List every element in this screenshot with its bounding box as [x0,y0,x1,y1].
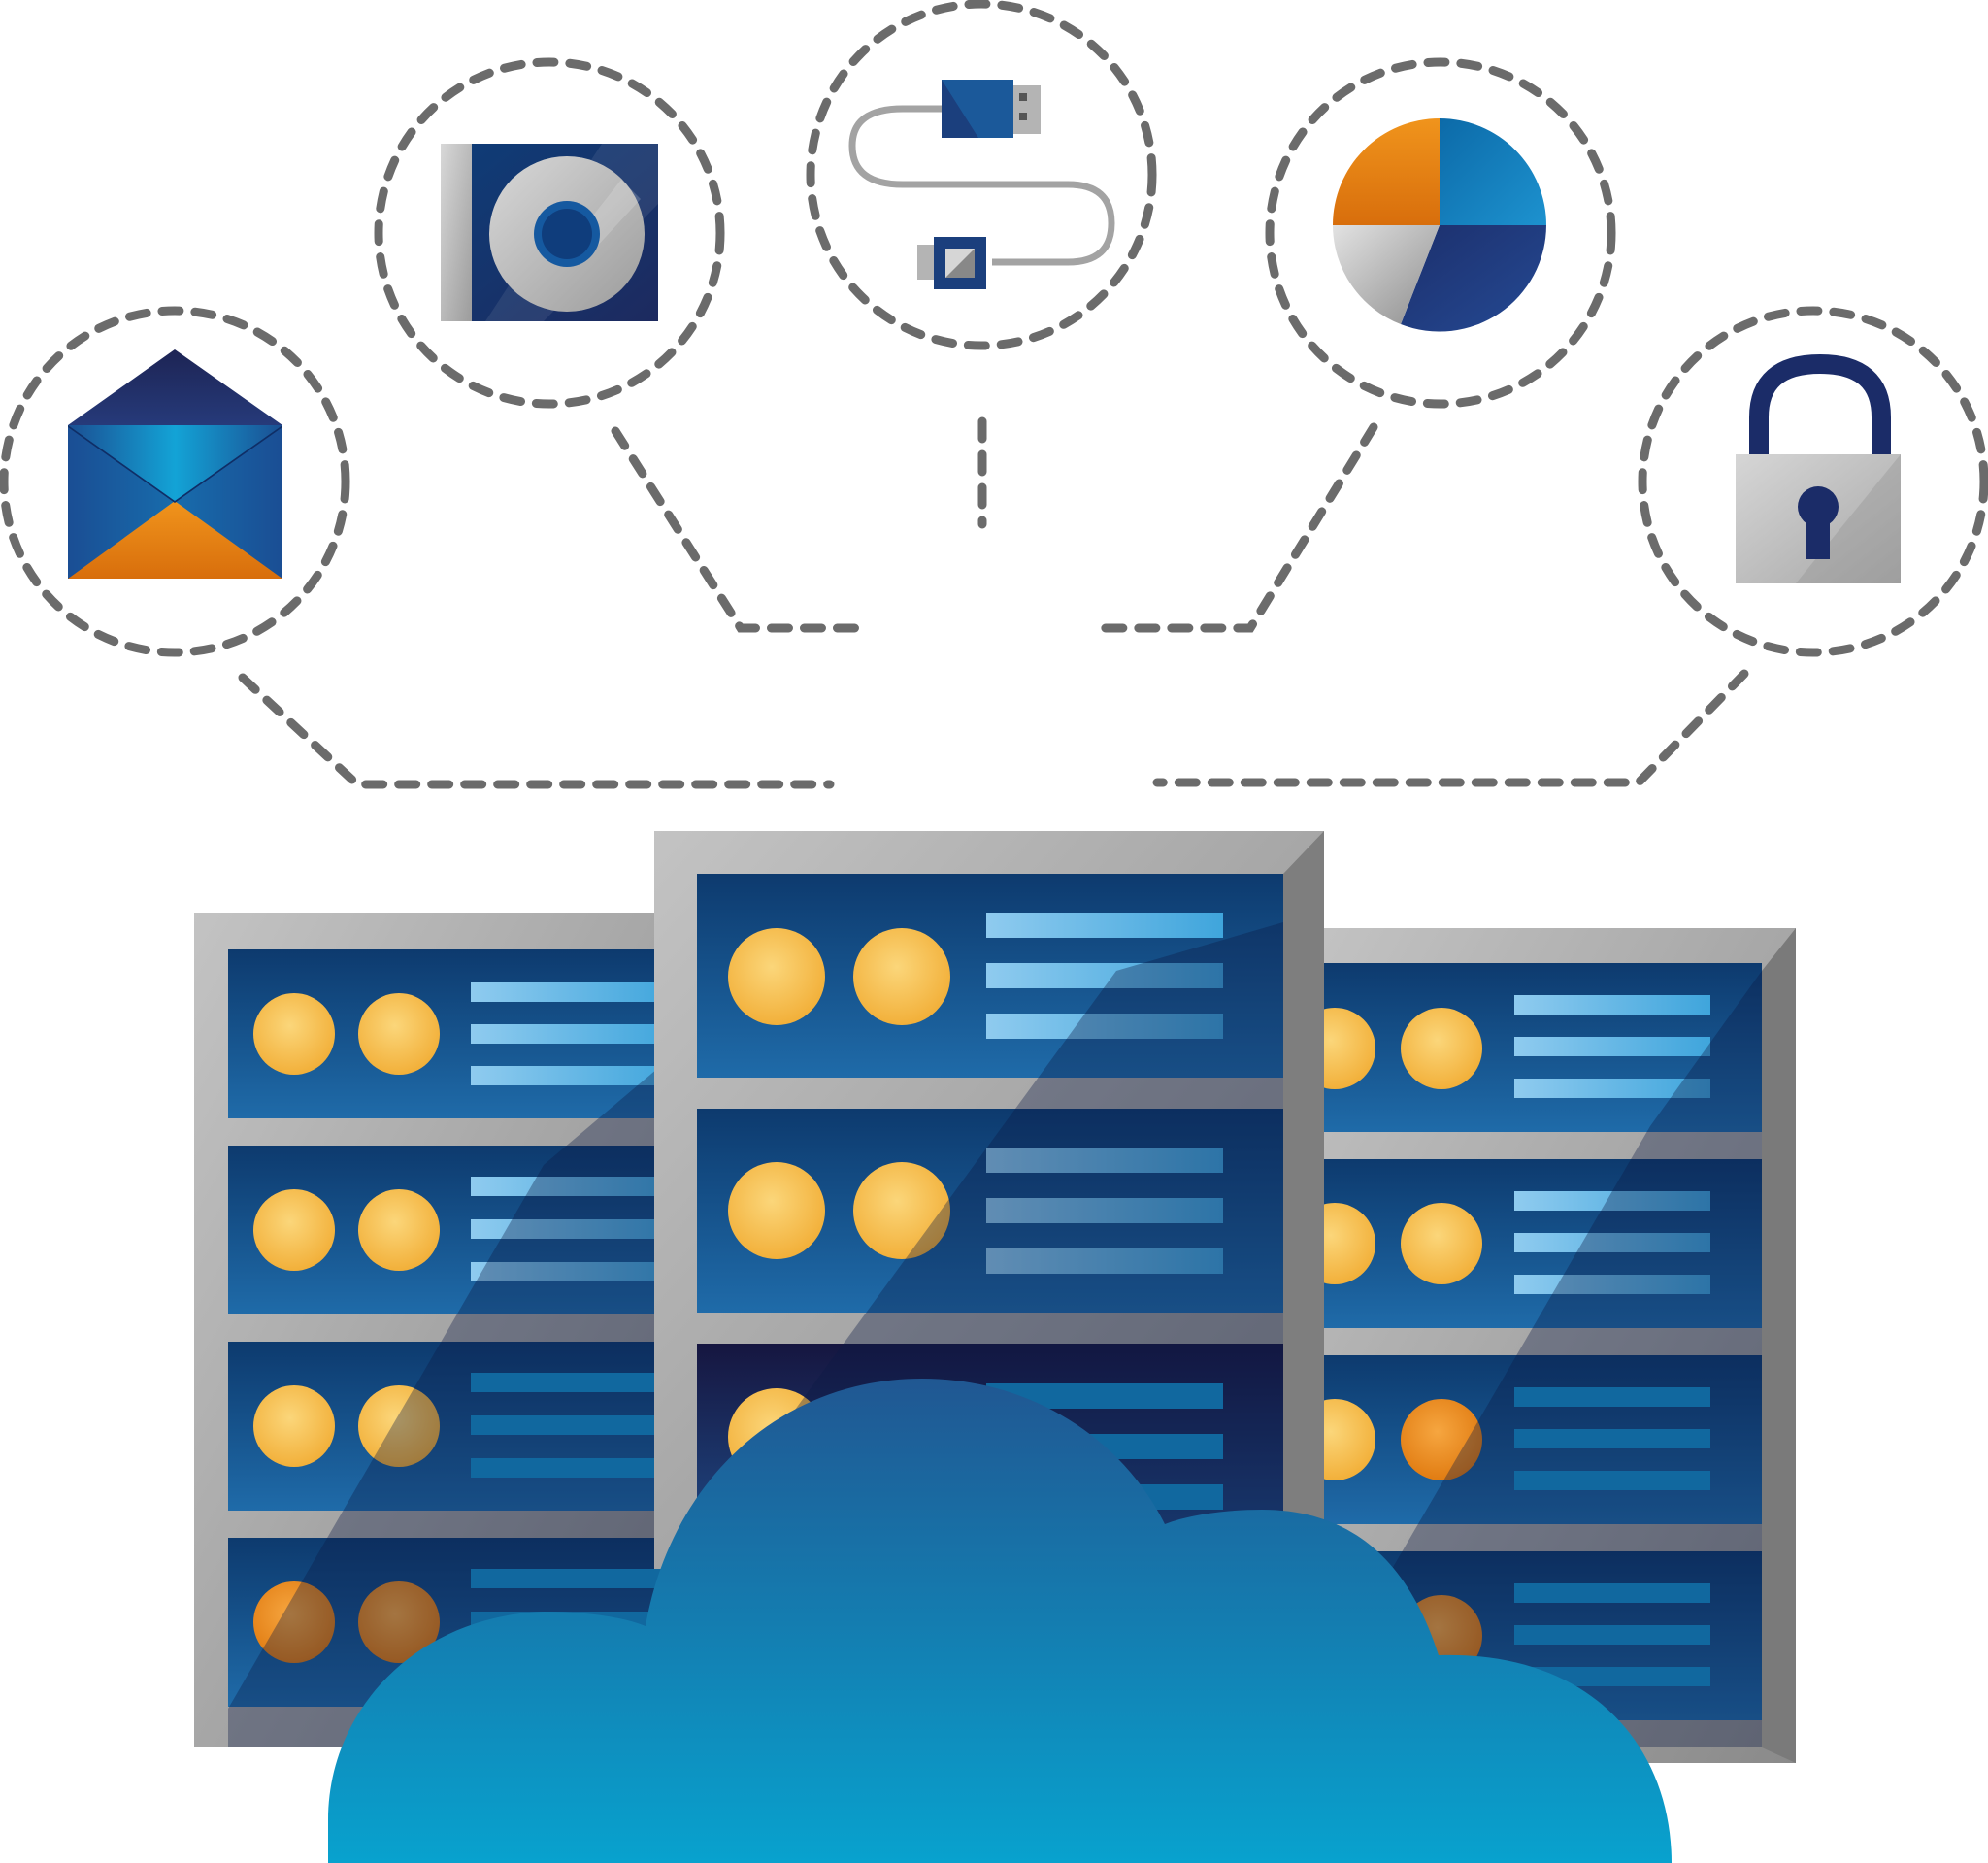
rack-unit [228,1146,675,1314]
rack-unit [228,1342,675,1511]
rack-unit [228,949,675,1118]
server-rack-left [194,913,675,1747]
rack-unit [697,1109,1283,1313]
rack-unit [1294,1355,1762,1524]
dashed-connections [0,0,1988,789]
cloud-icon [328,1379,1672,1863]
rack-unit [697,874,1283,1078]
disk-drive-icon [441,144,658,321]
rack-unit [1294,1159,1762,1328]
padlock-icon [1736,353,1901,583]
mail-envelope-icon [68,349,282,579]
pie-chart-icon [1333,118,1546,332]
rack-unit [1294,963,1762,1132]
usb-cable-icon [848,80,1115,289]
